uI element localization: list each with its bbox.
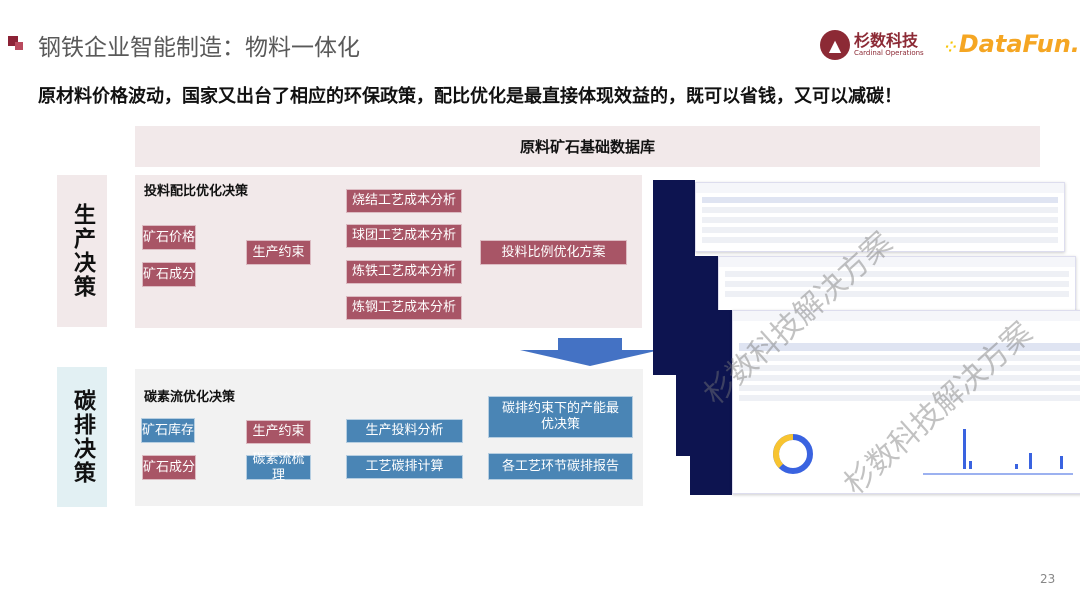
screenshot-ratio-detail: [718, 256, 1076, 311]
carbon-production-constraint: 生产约束: [246, 420, 311, 444]
input-ore-composition: 矿石成分: [142, 262, 196, 287]
analysis-ironmaking: 炼铁工艺成本分析: [346, 260, 462, 284]
cardinal-logo: ▲ 杉数科技 Cardinal Operations: [820, 30, 924, 60]
database-band: 原料矿石基础数据库: [135, 126, 1040, 167]
analysis-sintering: 烧结工艺成本分析: [346, 189, 462, 213]
production-panel-title: 投料配比优化决策: [144, 184, 249, 199]
cardinal-tree-icon: ▲: [820, 30, 850, 60]
analysis-pellet: 球团工艺成本分析: [346, 224, 462, 248]
screenshot-ore-table: [695, 182, 1065, 252]
datafun-logo: ⁘DataFun.: [945, 30, 1080, 58]
screenshot-carbon-dashboard: [732, 310, 1080, 494]
feed-ratio-plan: 投料比例优化方案: [480, 240, 627, 265]
production-feed-analysis: 生产投料分析: [346, 419, 463, 443]
optimal-capacity-decision: 碳排约束下的产能最优决策: [488, 396, 633, 438]
process-carbon-calc: 工艺碳排计算: [346, 455, 463, 479]
subtitle: 原材料价格波动，国家又出台了相应的环保政策，配比优化是最直接体现效益的，既可以省…: [38, 86, 902, 107]
input-ore-price: 矿石价格: [142, 225, 196, 250]
process-carbon-report: 各工艺环节碳排报告: [488, 453, 633, 480]
down-arrow-icon: [520, 338, 660, 366]
carbon-panel-title: 碳素流优化决策: [144, 390, 236, 405]
input-ore-inventory: 矿石库存: [141, 418, 195, 443]
chart-preview: [773, 429, 1073, 475]
production-side-label: 生产决策: [57, 175, 107, 327]
page-title: 钢铁企业智能制造：物料一体化: [38, 35, 360, 61]
analysis-steelmaking: 炼钢工艺成本分析: [346, 296, 462, 320]
carbon-flow-analysis: 碳素流梳理: [246, 452, 311, 483]
sidebar-nav: [690, 310, 732, 495]
production-constraint: 生产约束: [246, 240, 311, 265]
title-bullet-icon: [8, 36, 18, 46]
input-ore-composition: 矿石成分: [142, 455, 196, 480]
datafun-text: DataFun.: [958, 30, 1080, 58]
software-screenshots: 杉数科技解决方案 杉数科技解决方案: [652, 180, 1080, 502]
page-number: 23: [1040, 572, 1056, 586]
carbon-side-label: 碳排决策: [57, 367, 107, 507]
title-bullet-icon: [15, 42, 23, 50]
cardinal-logo-cn: 杉数科技: [854, 31, 919, 50]
cardinal-logo-en: Cardinal Operations: [854, 49, 924, 57]
database-label: 原料矿石基础数据库: [519, 138, 655, 156]
